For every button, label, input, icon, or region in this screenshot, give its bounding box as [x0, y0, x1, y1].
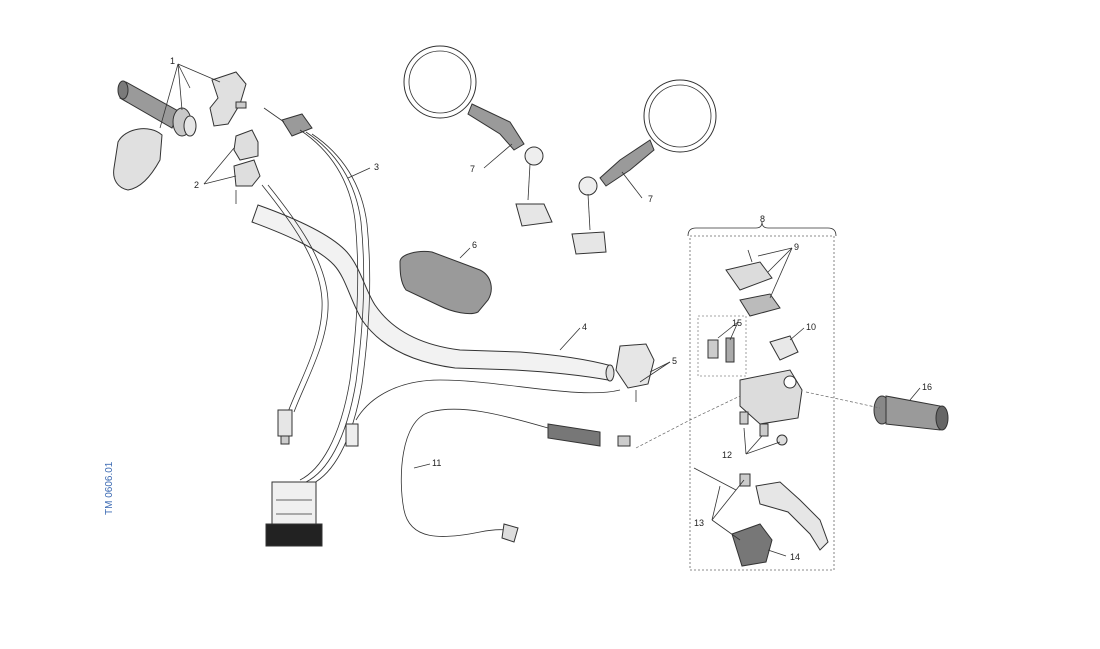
master-cylinder — [739, 335, 803, 425]
callout-10: 10 — [806, 322, 816, 332]
callout-15: 15 — [732, 318, 742, 328]
seal-kit-inset — [697, 315, 747, 377]
callout-11: 11 — [432, 458, 441, 468]
callout-12: 12 — [722, 450, 732, 460]
throttle-cable — [345, 379, 621, 447]
callout-labels: 1 2 3 4 5 6 7 7 8 9 10 11 12 13 14 15 16 — [170, 56, 932, 562]
callout-4: 4 — [582, 322, 587, 332]
callout-9: 9 — [794, 242, 799, 252]
right-mirror — [571, 79, 717, 255]
cable-bundle — [261, 107, 371, 485]
clutch-lever — [693, 467, 829, 551]
handlebar-clamp — [233, 129, 261, 204]
main-connector-block — [265, 481, 323, 547]
master-cylinder-kit-box — [687, 221, 837, 571]
callout-3: 3 — [374, 162, 379, 172]
handlebar-pad — [399, 251, 492, 315]
throttle-grip-assembly — [113, 71, 247, 191]
clutch-cable — [400, 408, 631, 543]
assembly-axis-lines — [635, 391, 881, 449]
callout-13: 13 — [694, 518, 704, 528]
callout-14: 14 — [790, 552, 800, 562]
left-mirror — [403, 45, 553, 227]
drawing-code: TM 0606.01 — [104, 461, 115, 515]
lever-adjuster — [731, 523, 773, 567]
reservoir-cover — [725, 249, 781, 317]
callout-8: 8 — [760, 214, 765, 224]
leader-lines — [159, 63, 921, 557]
callout-6: 6 — [472, 240, 477, 250]
callout-2: 2 — [194, 180, 199, 190]
callout-7-right: 7 — [648, 194, 653, 204]
small-connector — [277, 409, 293, 445]
callout-7-left: 7 — [470, 164, 475, 174]
left-grip — [873, 395, 949, 431]
callout-16: 16 — [922, 382, 932, 392]
handlebar — [251, 204, 615, 382]
callout-1: 1 — [170, 56, 175, 66]
right-switch — [615, 343, 655, 402]
callout-5: 5 — [672, 356, 677, 366]
